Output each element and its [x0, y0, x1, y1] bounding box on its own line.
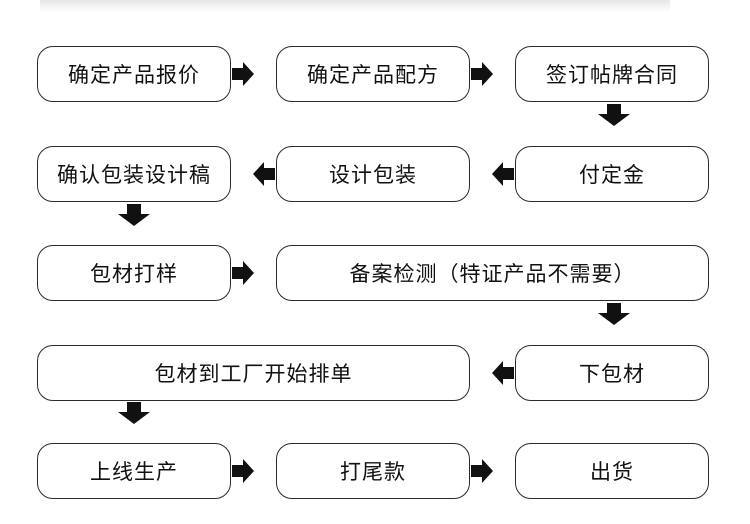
arrow-right-icon [471, 459, 493, 483]
top-shadow [40, 0, 670, 12]
step-confirm-formula: 确定产品配方 [276, 46, 470, 102]
step-factory-scheduling: 包材到工厂开始排单 [37, 345, 470, 401]
step-confirm-quote: 确定产品报价 [37, 46, 231, 102]
step-deposit: 付定金 [515, 146, 709, 202]
arrow-right-icon [232, 261, 254, 285]
arrow-down-icon [598, 104, 630, 126]
arrow-right-icon [471, 62, 493, 86]
arrow-right-icon [232, 62, 254, 86]
step-packaging-sample: 包材打样 [37, 245, 231, 301]
arrow-left-icon [253, 162, 275, 186]
step-order-packaging: 下包材 [515, 345, 709, 401]
step-final-payment: 打尾款 [276, 443, 470, 499]
step-design-packaging: 设计包装 [276, 146, 470, 202]
arrow-down-icon [598, 303, 630, 325]
step-confirm-design: 确认包装设计稿 [37, 146, 231, 202]
step-filing-testing: 备案检测（特证产品不需要） [276, 245, 709, 301]
arrow-right-icon [232, 459, 254, 483]
arrow-down-icon [118, 204, 150, 226]
arrow-left-icon [492, 361, 514, 385]
arrow-left-icon [492, 162, 514, 186]
step-shipment: 出货 [515, 443, 709, 499]
step-production: 上线生产 [37, 443, 231, 499]
arrow-down-icon [118, 402, 150, 424]
step-sign-contract: 签订帖牌合同 [515, 46, 709, 102]
